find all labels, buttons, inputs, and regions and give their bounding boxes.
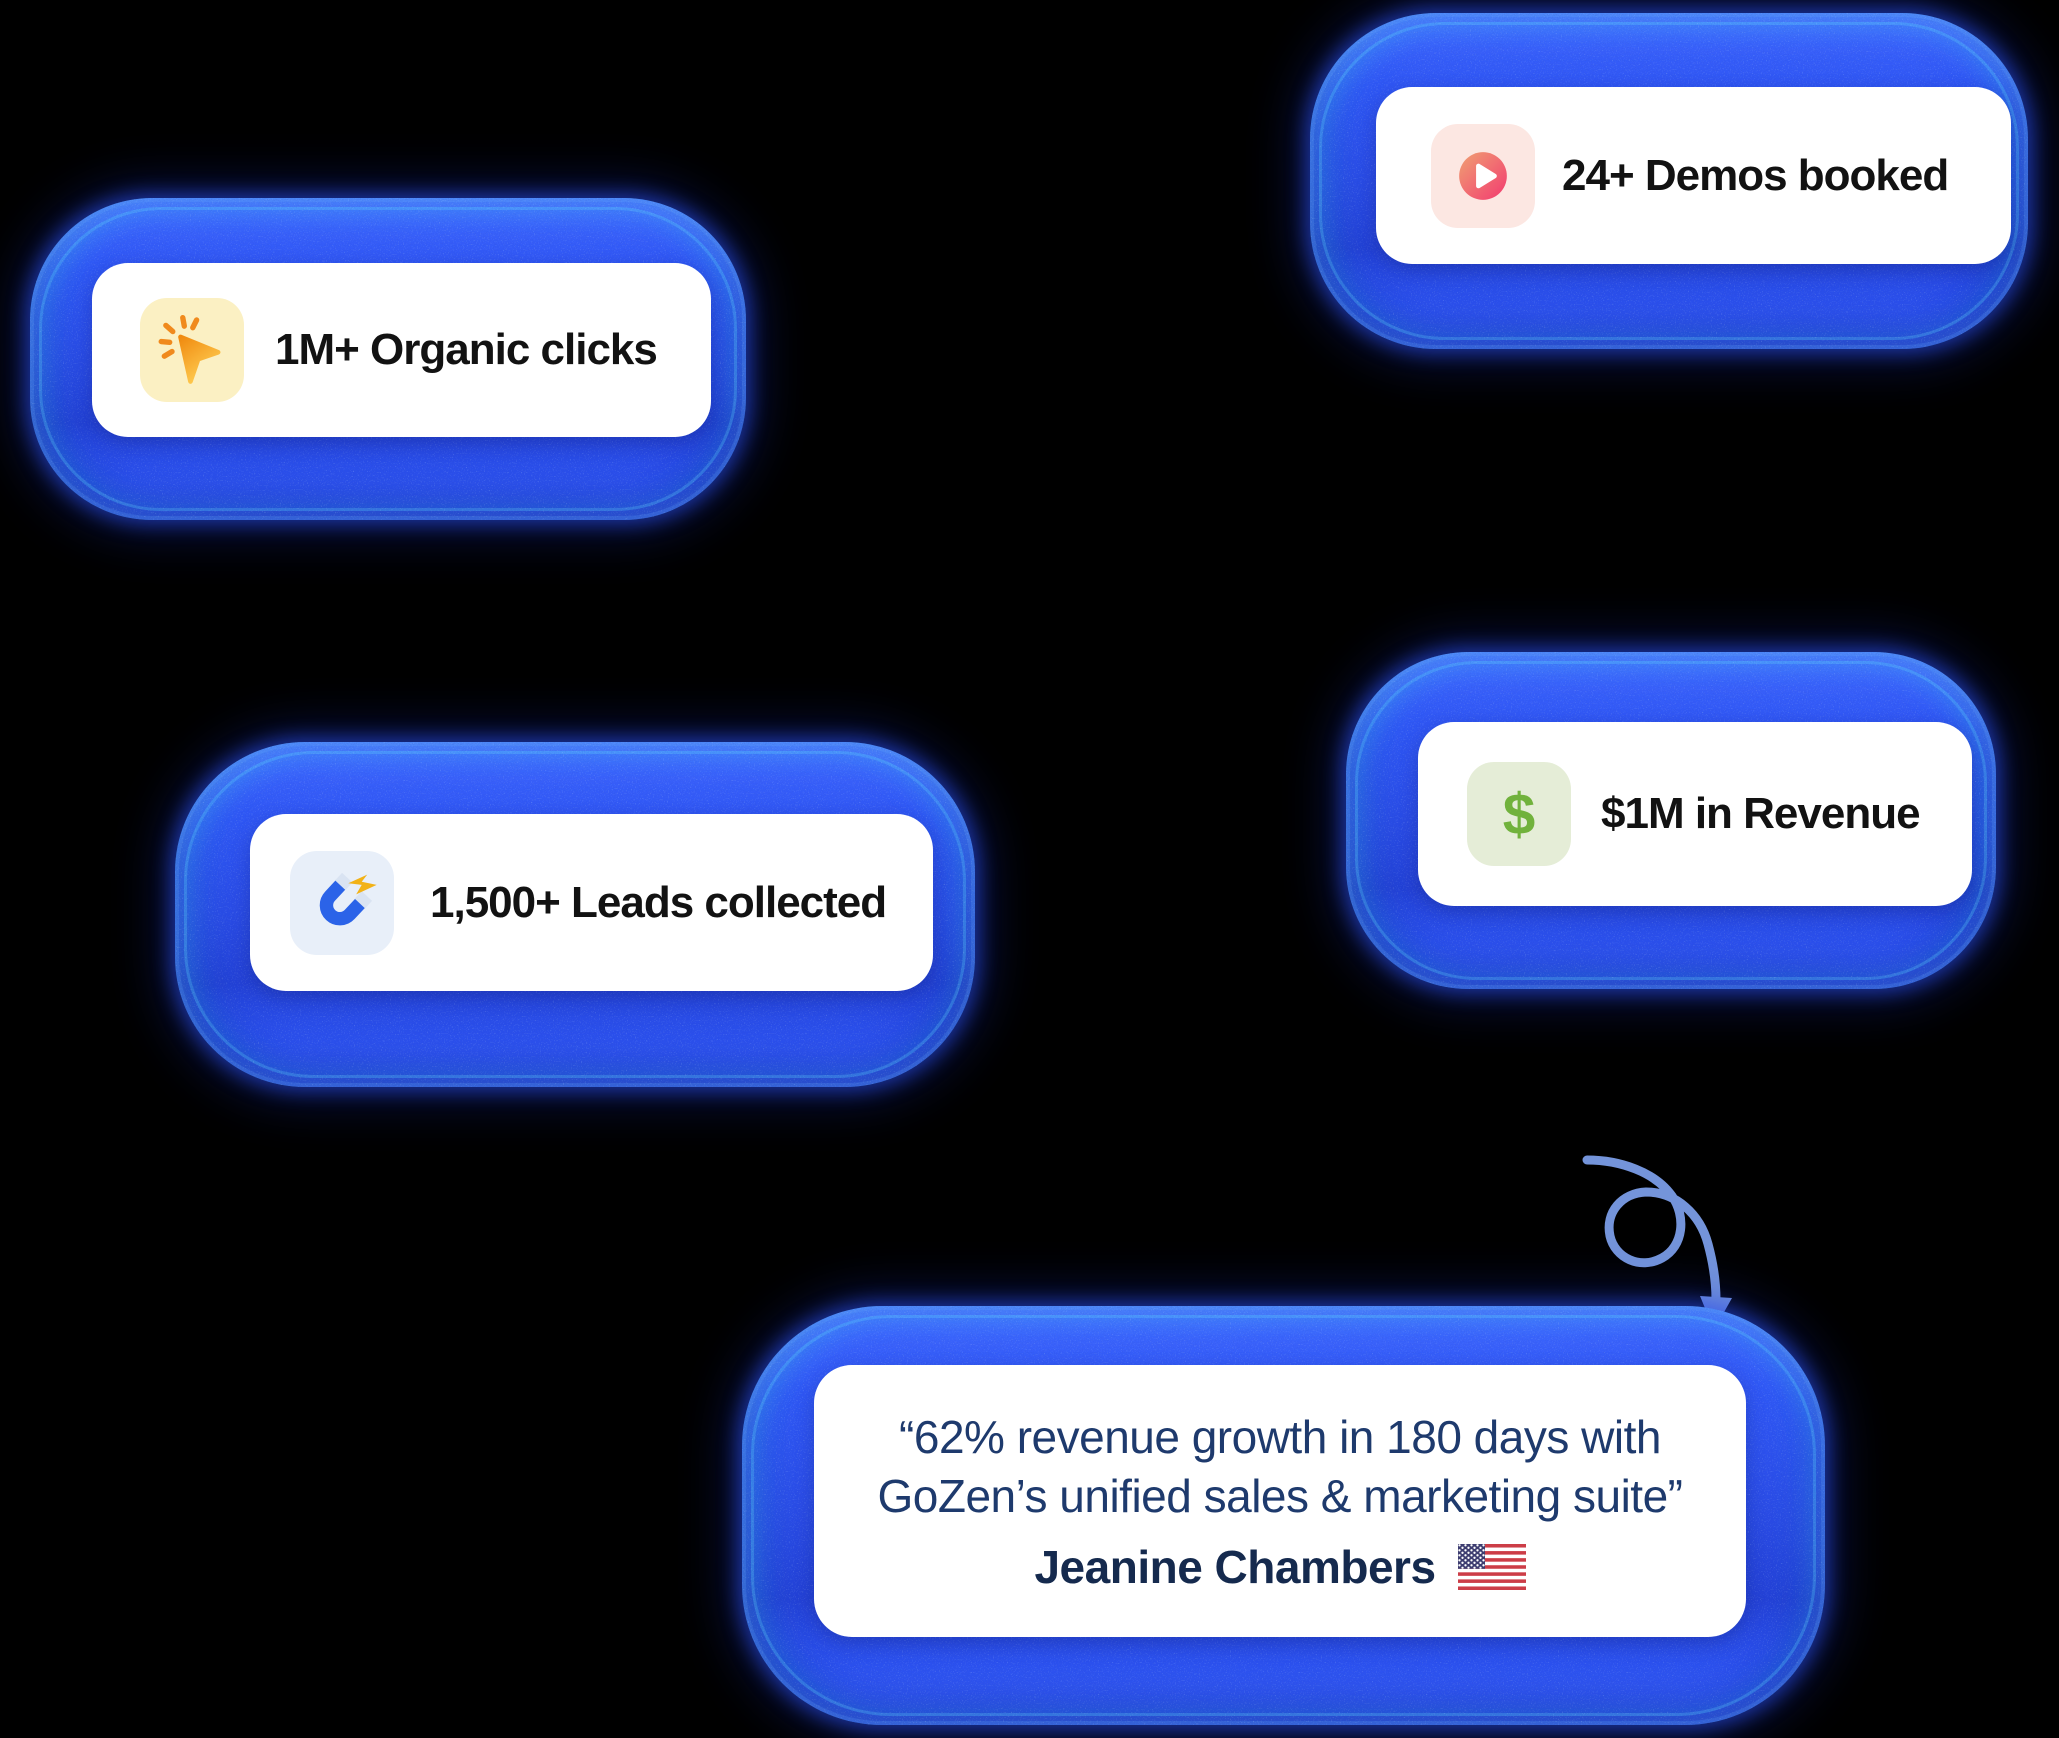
badge-label: 1M+ Organic clicks <box>275 325 658 374</box>
badge-inner-card: $ $1M in Revenue <box>1418 722 1972 906</box>
quote-line-1: “62% revenue growth in 180 days with <box>899 1411 1661 1463</box>
badge-card-revenue: $ $1M in Revenue <box>1346 652 1996 989</box>
badge-label: $1M in Revenue <box>1601 789 1921 838</box>
us-flag-icon <box>1457 1544 1526 1590</box>
svg-text:$: $ <box>1503 782 1536 847</box>
testimonial-inner-card: “62% revenue growth in 180 days with GoZ… <box>814 1365 1746 1637</box>
dollar-icon: $ <box>1467 762 1571 866</box>
magnet-icon <box>290 850 394 955</box>
badge-card-leads-collected: 1,500+ Leads collected <box>175 742 975 1087</box>
badge-inner-card: 1,500+ Leads collected <box>250 814 933 991</box>
quote-line-2: GoZen’s unified sales & marketing suite” <box>877 1470 1684 1522</box>
badge-inner-card: 24+ Demos booked <box>1376 87 2011 264</box>
badge-label: 24+ Demos booked <box>1562 150 1949 200</box>
badge-card-organic-clicks: 1M+ Organic clicks <box>30 198 746 520</box>
badge-label: 1,500+ Leads collected <box>430 877 887 927</box>
testimonial-card: “62% revenue growth in 180 days with GoZ… <box>742 1306 1825 1725</box>
author-name: Jeanine Chambers <box>1034 1541 1436 1593</box>
quote-text: “62% revenue growth in 180 days with GoZ… <box>877 1408 1684 1526</box>
author-row: Jeanine Chambers <box>1034 1540 1526 1594</box>
play-icon <box>1431 123 1535 228</box>
badge-inner-card: 1M+ Organic clicks <box>92 263 711 437</box>
cursor-click-icon <box>140 298 244 402</box>
badge-card-demos-booked: 24+ Demos booked <box>1310 13 2028 349</box>
